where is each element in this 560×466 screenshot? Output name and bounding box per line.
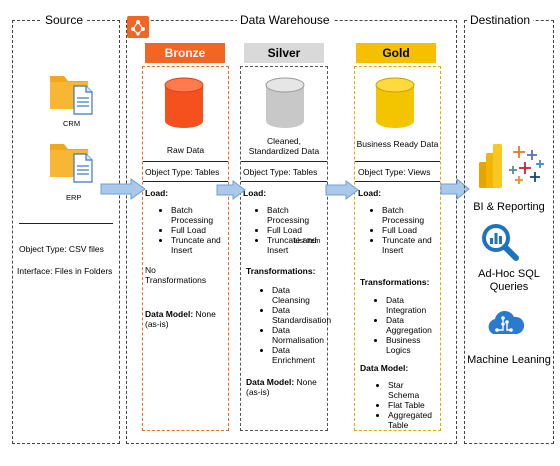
warehouse-title: Data Warehouse <box>237 13 333 27</box>
source-divider <box>19 223 113 224</box>
gold-transformation-item: Data Aggregation <box>386 315 437 335</box>
silver-load-list: Batch Processing Full Load Truncate and … <box>256 205 322 255</box>
bi-chart-icon <box>469 140 549 192</box>
gold-desc: Business Ready Data <box>356 139 439 149</box>
silver-data-model-title: Data Model: <box>246 377 295 387</box>
bronze-load-item: Truncate and Insert <box>171 235 224 255</box>
erp-label: ERP <box>66 193 82 202</box>
gold-header: Gold <box>356 43 436 63</box>
silver-header: Silver <box>244 43 324 63</box>
warehouse-logo-icon <box>127 16 149 38</box>
silver-desc: Cleaned, Standardized Data <box>248 136 320 156</box>
silver-transformation-item: Data Normalisation <box>272 325 324 345</box>
gold-load-list: Batch Processing Full Load Truncate and … <box>371 205 435 255</box>
arrow-silver-to-gold-icon <box>325 180 359 200</box>
destination-bi-label: BI & Reporting <box>473 201 545 213</box>
bronze-transformations-note: No Transformations <box>145 265 207 285</box>
gold-load-item: Truncate and Insert <box>382 235 435 255</box>
silver-transformation-item: Data Cleansing <box>272 285 323 305</box>
bronze-object-type: Object Type: Tables <box>145 167 220 177</box>
silver-layer-box <box>240 66 328 431</box>
silver-divider <box>241 161 327 162</box>
gold-load-item: Batch Processing <box>382 205 435 225</box>
source-title: Source <box>42 13 87 27</box>
silver-data-model-value: None (as-is) <box>246 377 317 397</box>
gold-transformation-item: Data Integration <box>386 295 437 315</box>
crm-label: CRM <box>63 119 81 128</box>
arrow-source-to-bronze-icon <box>100 178 146 200</box>
silver-divider-2 <box>241 181 327 182</box>
bronze-load-item: Full Load <box>171 225 224 235</box>
destination-title: Destination <box>467 13 534 27</box>
silver-load-item: Batch Processing <box>267 205 322 225</box>
gold-data-model-item: Flat Table <box>388 400 437 410</box>
sql-query-icon <box>480 222 520 262</box>
bronze-layer-box <box>142 66 229 431</box>
destination-sql-label: Ad-Hoc SQL Queries <box>478 268 540 293</box>
silver-transformation-item: Data Enrichment <box>272 345 323 365</box>
gold-layer-box <box>354 66 441 431</box>
gold-load-item: Full Load <box>382 225 435 235</box>
gold-object-type: Object Type: Views <box>358 167 431 177</box>
silver-load-item: Full Load <box>267 225 322 235</box>
gold-transformations-list: Data Integration Data Aggregation Busine… <box>375 295 437 355</box>
gold-data-model-list: Star Schema Flat Table Aggregated Table <box>377 380 437 430</box>
silver-stray-label: List Item <box>294 238 321 245</box>
gold-database-icon <box>374 77 416 129</box>
bronze-load-title: Load: <box>145 188 169 198</box>
arrow-gold-to-destination-icon <box>440 177 470 201</box>
gold-data-model-item: Star Schema <box>388 380 437 400</box>
gold-load-title: Load: <box>358 188 382 198</box>
gold-transformations-title: Transformations: <box>360 277 430 287</box>
bronze-data-model: Data Model: None (as-is) <box>145 309 227 329</box>
silver-transformation-item: Data Standardisation <box>272 305 331 325</box>
silver-database-icon <box>264 77 306 129</box>
machine-learning-icon <box>483 306 527 346</box>
crm-folder-icon <box>48 68 98 116</box>
bronze-divider <box>143 161 228 162</box>
bronze-data-model-value: None (as-is) <box>145 309 216 329</box>
bronze-load-item: Batch Processing <box>171 205 224 225</box>
bronze-divider-2 <box>143 181 228 182</box>
gold-divider <box>355 161 440 162</box>
bronze-load-list: Batch Processing Full Load Truncate and … <box>160 205 224 255</box>
bronze-data-model-title: Data Model: <box>145 309 194 319</box>
silver-load-title: Load: <box>243 188 267 198</box>
silver-transformations-list: Data Cleansing Data Standardisation Data… <box>261 285 331 365</box>
bronze-database-icon <box>163 77 205 129</box>
gold-divider-2 <box>355 181 440 182</box>
arrow-bronze-to-silver-icon <box>216 180 246 200</box>
gold-data-model-item: Aggregated Table <box>388 410 437 430</box>
silver-object-type: Object Type: Tables <box>243 167 318 177</box>
source-object-type: Object Type: CSV files <box>19 244 104 254</box>
erp-folder-icon <box>48 136 98 184</box>
bronze-header: Bronze <box>145 43 225 63</box>
silver-data-model: Data Model: None (as-is) <box>246 377 326 397</box>
silver-transformations-title: Transformations: <box>246 266 316 276</box>
gold-transformation-item: Business Logics <box>386 335 437 355</box>
source-interface: Interface: Files in Folders <box>17 266 113 276</box>
bronze-desc: Raw Data <box>166 145 205 155</box>
gold-data-model-title: Data Model: <box>360 363 409 373</box>
destination-ml-label: Machine Leaning <box>467 354 551 366</box>
silver-load-item: Truncate and Insert <box>267 235 322 255</box>
